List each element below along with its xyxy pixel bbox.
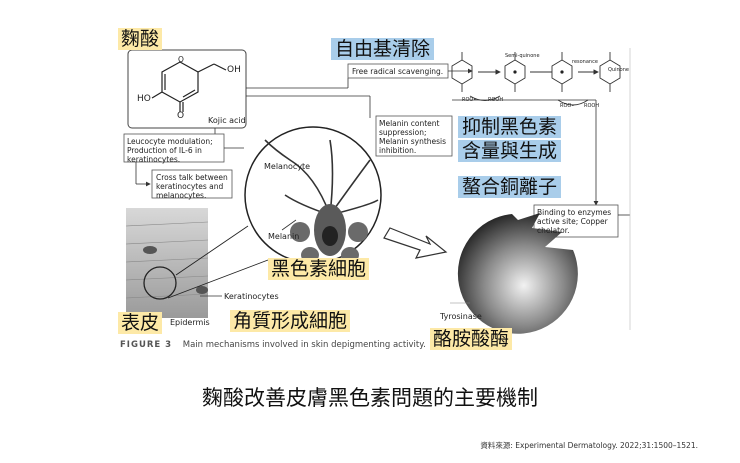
rooh-label-2: ROOH: [584, 103, 600, 109]
melanin-content-text: Melanin content suppression; Melanin syn…: [379, 119, 447, 155]
kojic-acid-cn-label: 麴酸: [118, 28, 163, 50]
hollow-arrow: [383, 227, 448, 259]
kojic-acid-box: [127, 49, 247, 129]
free-radical-cn-label: 自由基清除: [331, 38, 435, 60]
melanocyte-cn-label: 黑色素細胞: [268, 258, 370, 280]
main-title: 麴酸改善皮膚黑色素問題的主要機制: [202, 386, 538, 410]
resonance-label: resonance: [572, 59, 598, 65]
cross-talk-text: Cross talk between keratinocytes and mel…: [156, 173, 228, 200]
chelate-copper-cn-label: 螯合銅離子: [458, 176, 562, 198]
melanin-label: Melanin: [268, 232, 300, 241]
tyrosinase-label: Tyrosinase: [440, 312, 482, 321]
tyrosinase-enzyme: [457, 213, 578, 334]
figure-caption-label: FIGURE 3: [120, 340, 173, 350]
o-ring-label: O: [178, 55, 184, 64]
keratinocytes-label: Keratinocytes: [224, 292, 279, 301]
inhibit-melanin-cn-line2: 含量與生成: [458, 140, 562, 162]
zoom-line: [175, 225, 249, 276]
oh-label: OH: [227, 65, 241, 75]
nucleus: [322, 226, 338, 246]
melanin-pointer: [281, 219, 297, 231]
figure-caption: FIGURE 3 Main mechanisms involved in ski…: [120, 340, 426, 350]
radical-scheme: [451, 52, 621, 106]
melanocyte-zoom-circle: [244, 126, 382, 264]
rooh-label-1: ROOH: [488, 97, 504, 103]
leucocyte-text: Leucocyte modulation; Production of IL-6…: [127, 137, 213, 164]
tyrosinase-cn-label: 酪胺酸酶: [430, 328, 513, 350]
melanin-content-box: [375, 115, 453, 157]
figure-caption-text: Main mechanisms involved in skin depigme…: [182, 340, 426, 350]
kojic-acid-structure: [151, 61, 227, 112]
kojic-acid-label: Kojic acid: [208, 116, 246, 125]
o-bottom-label: O: [177, 111, 185, 121]
epidermis-cn-label: 表皮: [118, 312, 163, 334]
quinone-label: Quinone: [608, 67, 629, 73]
inhibit-melanin-cn-line1: 抑制黑色素: [458, 116, 562, 138]
melanocyte-label: Melanocyte: [264, 162, 311, 171]
keratinocyte-cn-label: 角質形成細胞: [230, 310, 351, 332]
semi-quinone-label: Semi-quinone: [505, 53, 540, 59]
cross-talk-box: [151, 169, 233, 199]
roo-label-2: ROO•: [560, 103, 575, 109]
roo-label-1: ROO•: [462, 97, 477, 103]
binding-text: Binding to enzymes active site; Copper c…: [537, 208, 612, 235]
zoom-circle-small: [143, 266, 177, 300]
source-citation: 資料來源: Experimental Dermatology. 2022;31:…: [480, 441, 698, 450]
epidermis-label: Epidermis: [170, 318, 210, 327]
ho-label: HO: [137, 94, 151, 104]
leucocyte-box: [123, 133, 225, 163]
zoom-line: [167, 259, 269, 299]
free-radical-text: Free radical scavenging.: [352, 67, 444, 76]
epidermis-block: [126, 208, 208, 318]
